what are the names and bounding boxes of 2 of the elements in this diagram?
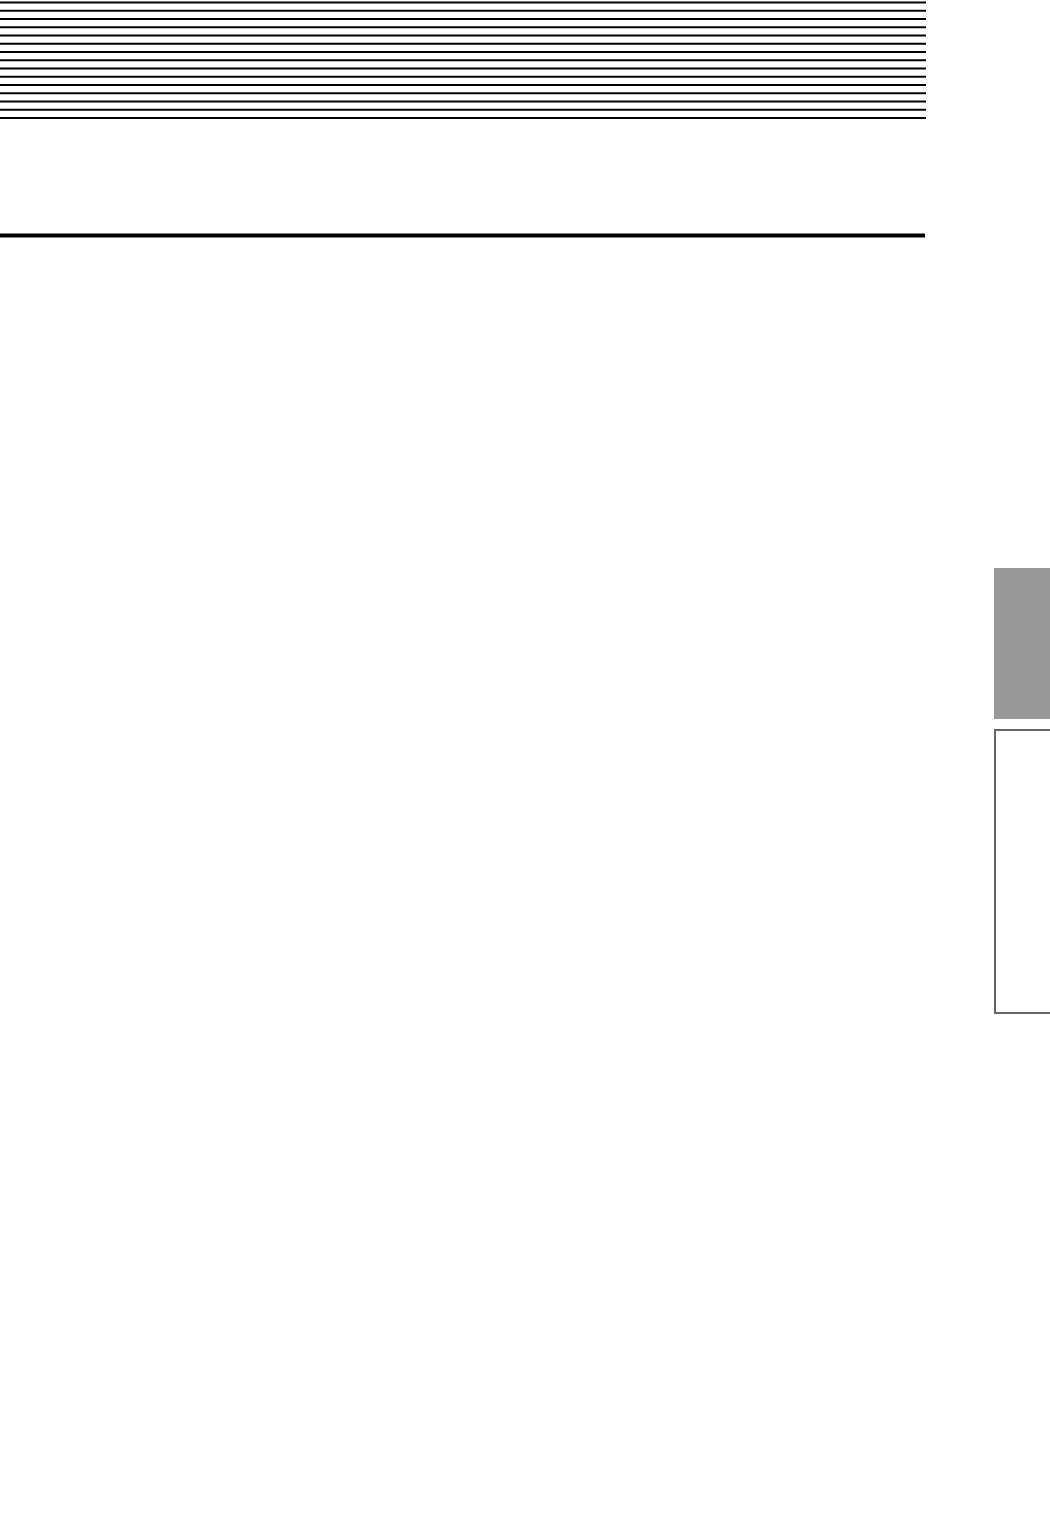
section-tab: [994, 729, 1050, 1014]
section-tab: [994, 568, 1050, 719]
